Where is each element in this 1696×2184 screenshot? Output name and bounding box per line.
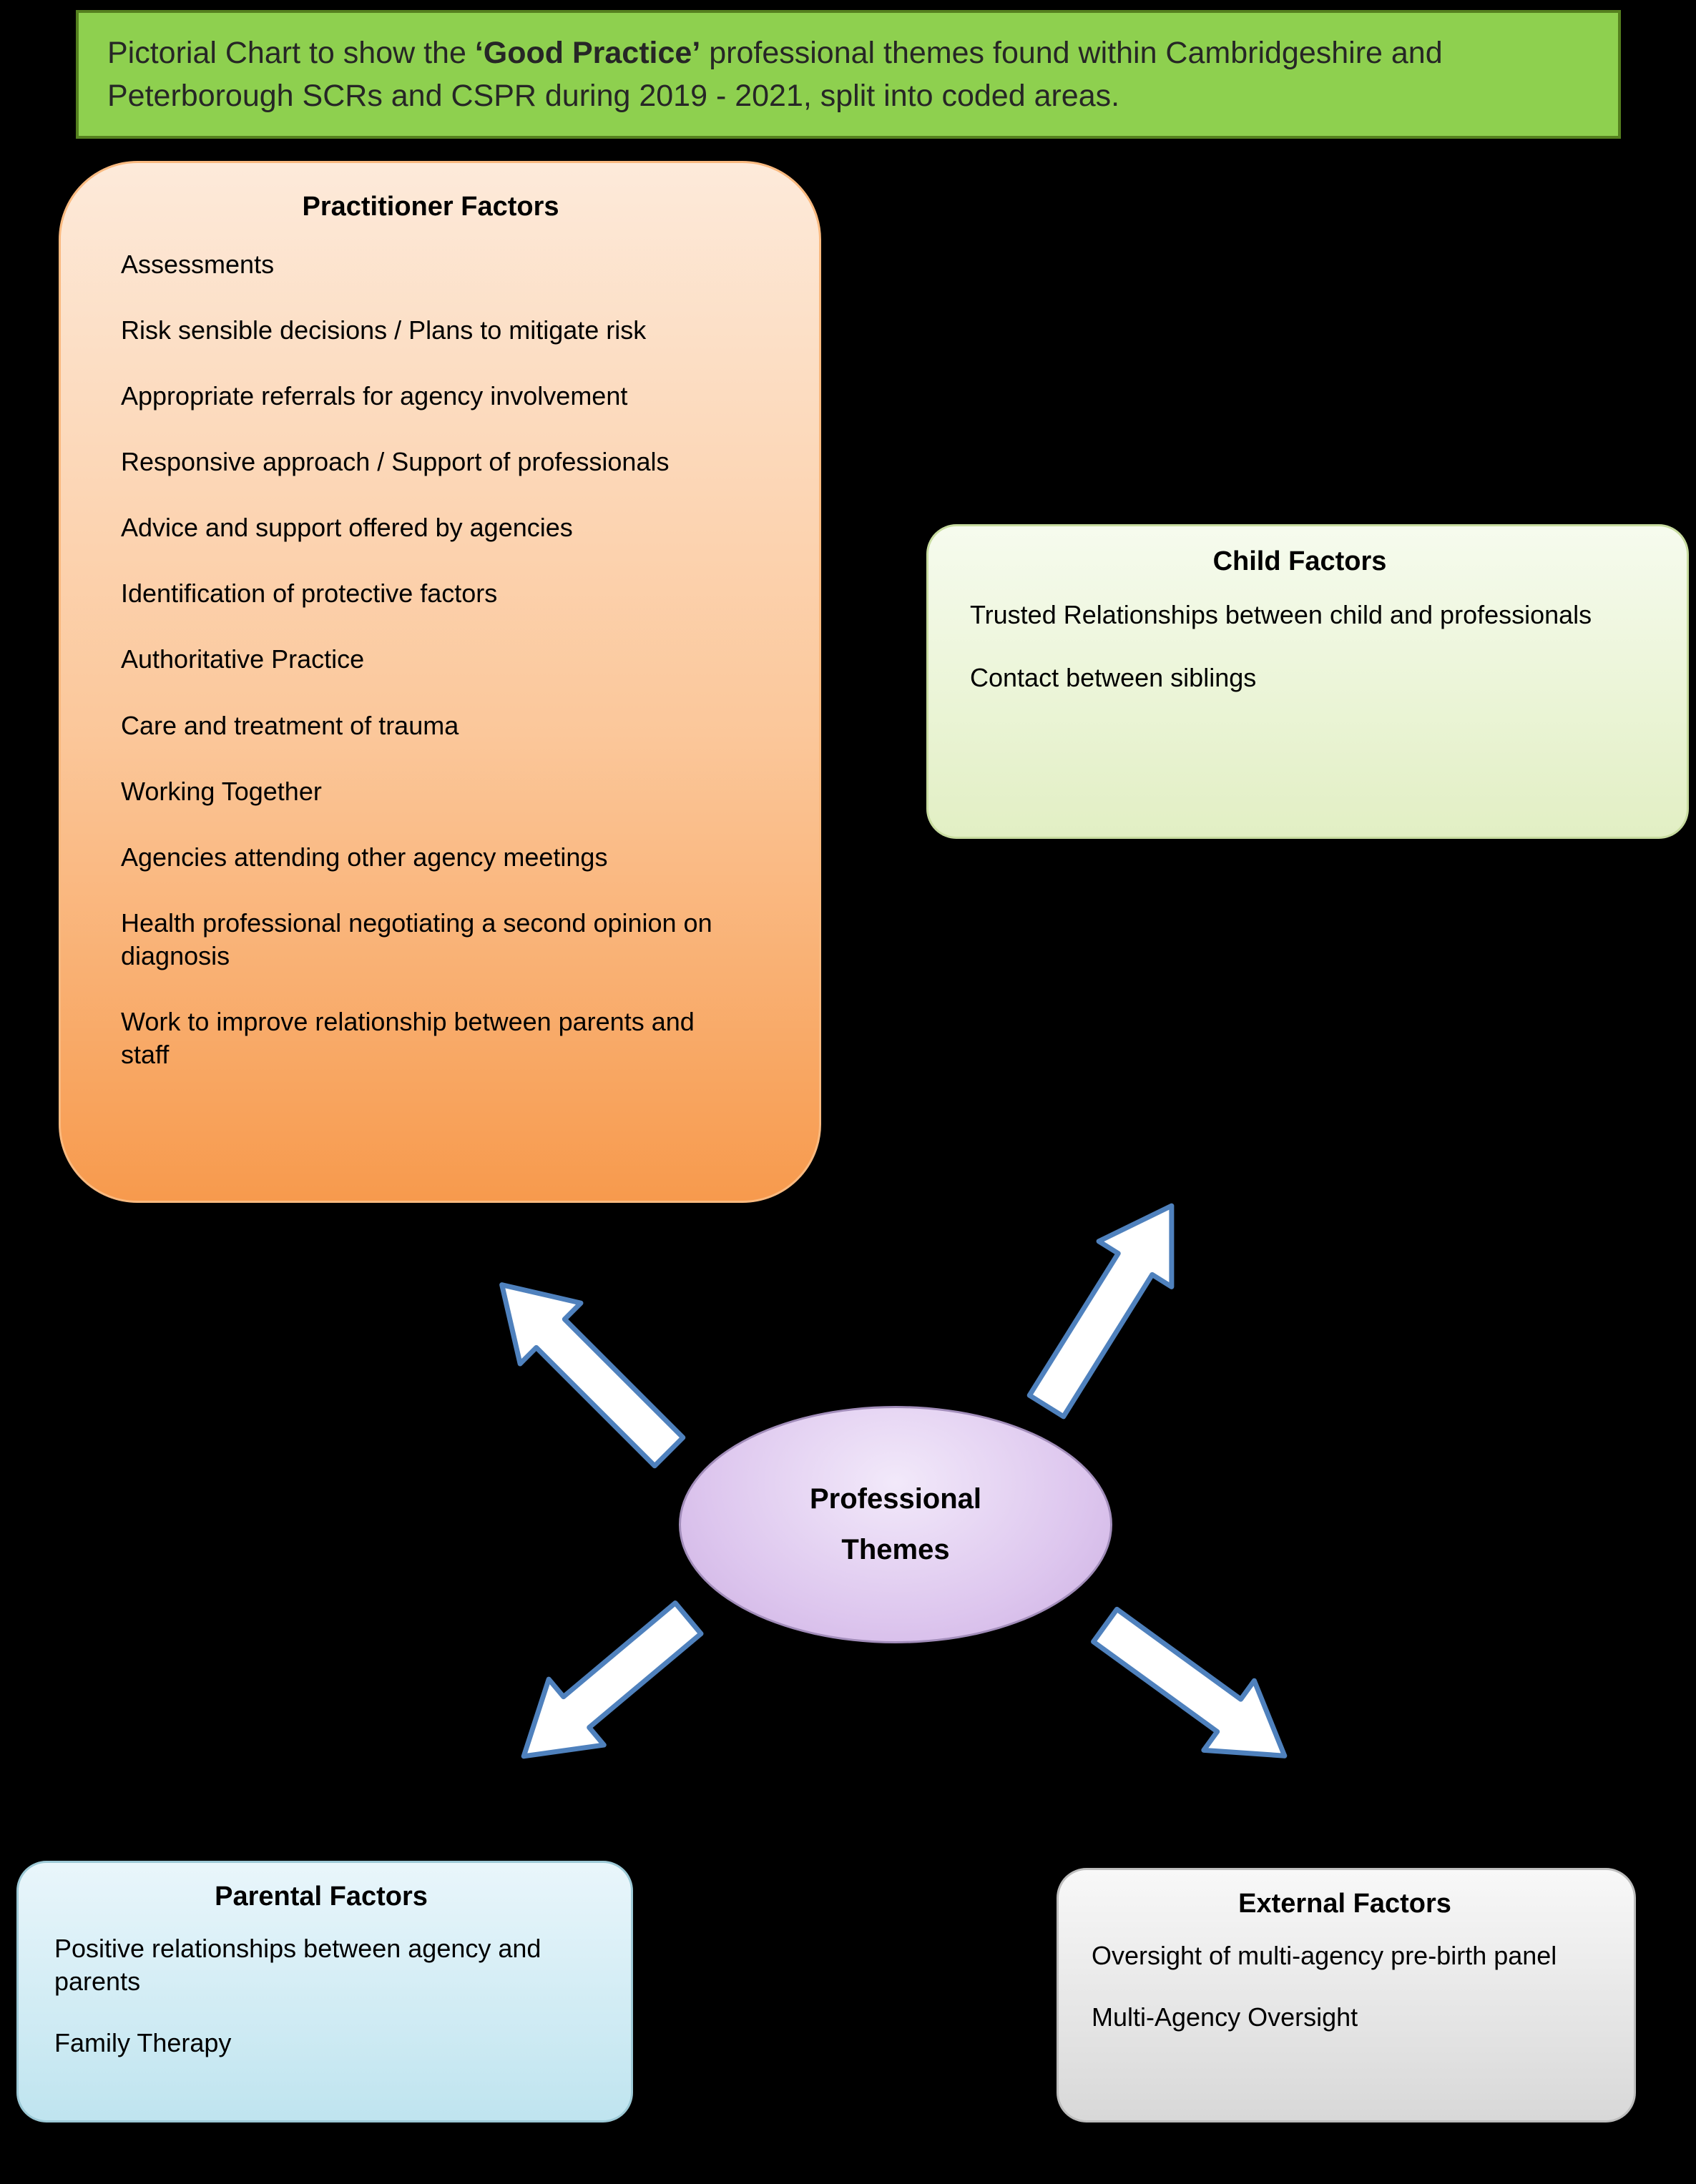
- child-factor-item: Trusted Relationships between child and …: [970, 600, 1592, 629]
- external-factor-item: Multi-Agency Oversight: [1092, 2002, 1358, 2032]
- diagram-title: Pictorial Chart to show the ‘Good Practi…: [107, 31, 1589, 117]
- title-text-bold: ‘Good Practice’: [474, 36, 701, 70]
- practitioner-factor-item: Assessments: [121, 250, 275, 279]
- practitioner-factor-item: Work to improve relationship between par…: [121, 1006, 695, 1070]
- practitioner-factor-item: Authoritative Practice: [121, 644, 365, 674]
- practitioner-factors-title: Practitioner Factors: [302, 192, 559, 222]
- practitioner-factor-item: Health professional negotiating a second…: [121, 907, 712, 970]
- practitioner-factor-item: Working Together: [121, 776, 322, 806]
- external-factors-box: External Factors Oversight of multi-agen…: [1057, 1868, 1636, 2122]
- parental-factor-item: Family Therapy: [54, 2028, 232, 2058]
- external-factors-title: External Factors: [1238, 1889, 1451, 1919]
- practitioner-factor-item: Advice and support offered by agencies: [121, 513, 573, 543]
- title-banner: Pictorial Chart to show the ‘Good Practi…: [76, 10, 1621, 139]
- title-text-prefix: Pictorial Chart to show the: [107, 36, 475, 70]
- child-factors-title: Child Factors: [1212, 546, 1387, 576]
- practitioner-factor-item: Appropriate referrals for agency involve…: [121, 381, 628, 411]
- practitioner-factors-box: Practitioner Factors Assessments Risk se…: [59, 161, 821, 1203]
- practitioner-factor-item: Responsive approach / Support of profess…: [121, 447, 670, 477]
- arrow-to-practitioner-factors: [499, 1282, 686, 1469]
- child-factor-item: Contact between siblings: [970, 663, 1257, 693]
- practitioner-factor-item: Risk sensible decisions / Plans to mitig…: [121, 315, 647, 345]
- arrow-to-parental-factors: [521, 1600, 704, 1759]
- professional-themes-line1: Professional: [809, 1483, 982, 1515]
- professional-themes-ellipse: Professional Themes: [679, 1406, 1112, 1643]
- parental-factors-box: Parental Factors Positive relationships …: [16, 1861, 633, 2122]
- professional-themes-line2: Themes: [841, 1534, 950, 1565]
- external-factor-item: Oversight of multi-agency pre-birth pane…: [1092, 1941, 1557, 1970]
- title-text-suffix: professional themes found within Cambrid…: [107, 36, 1443, 113]
- practitioner-factor-item: Identification of protective factors: [121, 579, 498, 609]
- arrow-to-external-factors: [1091, 1606, 1288, 1758]
- parental-factor-item: Positive relationships between agency an…: [54, 1934, 541, 1997]
- parental-factors-title: Parental Factors: [215, 1882, 428, 1912]
- arrow-to-child-factors: [1026, 1203, 1175, 1420]
- practitioner-factor-item: Agencies attending other agency meetings: [121, 842, 608, 872]
- child-factors-box: Child Factors Trusted Relationships betw…: [926, 524, 1689, 839]
- practitioner-factor-item: Care and treatment of trauma: [121, 710, 459, 740]
